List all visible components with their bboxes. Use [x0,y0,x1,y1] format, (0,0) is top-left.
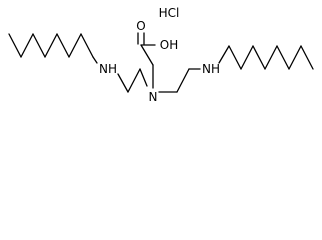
central-nitrogen-label: N [149,90,158,104]
chemical-structure-diagram: HCl NH N O OH NH [8,6,314,104]
hydroxyl-label: OH [160,38,178,52]
left-amine-label: NH [99,62,117,76]
left-octyl-chain [8,33,98,64]
acetic-acid-group [137,32,156,89]
right-ethylene-bridge [158,68,201,93]
right-octyl-chain [218,45,314,70]
carbonyl-oxygen-label: O [136,19,145,33]
hcl-label: HCl [159,6,180,20]
left-ethylene-bridge [117,68,148,93]
right-amine-label: NH [202,62,220,76]
